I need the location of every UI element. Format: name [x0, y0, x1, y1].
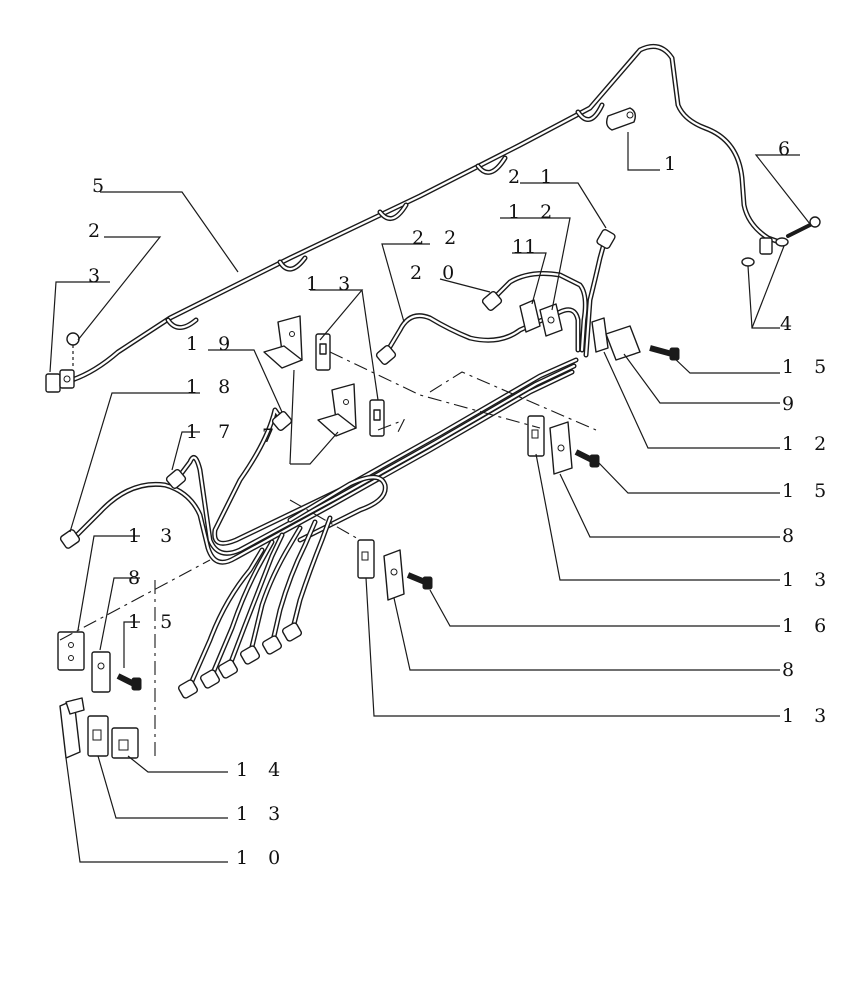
- pipe-nut-19: [271, 411, 293, 431]
- callout-15-top: 1 5: [782, 356, 833, 378]
- pipe-nut-21: [596, 228, 616, 250]
- callout-13-bottom-right: 1 3: [782, 705, 833, 727]
- pump-nut-2: [199, 669, 221, 689]
- clamp-11: [519, 299, 541, 333]
- callout-20: 2 0: [410, 262, 461, 284]
- pipe-assembly: [45, 43, 821, 699]
- callout-13-left: 1 3: [128, 525, 179, 547]
- clamp-13-lower-left: [57, 631, 85, 671]
- callout-11: 11: [512, 236, 536, 258]
- clamp-13-upper: [315, 333, 331, 371]
- banjo-fitting-3: [45, 369, 75, 393]
- pump-nut-6: [281, 622, 303, 642]
- callout-13-bottom-left: 1 3: [236, 803, 287, 825]
- bracket-10: [59, 697, 85, 759]
- callout-18: 1 8: [186, 376, 237, 398]
- clamp-13-center: [357, 539, 375, 579]
- injection-pipe-bundle: [69, 237, 608, 693]
- clamp-14: [111, 727, 139, 759]
- callout-2: 2: [88, 220, 107, 242]
- callout-13-top: 1 3: [306, 273, 357, 295]
- callout-7: 7: [262, 425, 281, 447]
- clamp-13-mid: [369, 399, 385, 437]
- banjo-bolt-2: [66, 332, 80, 368]
- banjo-fitting-4: [741, 237, 789, 267]
- bolt-15-lower-left: [116, 673, 142, 691]
- clamp-12-upper: [539, 303, 563, 337]
- callout-15-mid: 1 5: [782, 480, 833, 502]
- callout-1: 1: [664, 153, 683, 175]
- callout-labels: 1 6 2 1 5 1 2 2 2 2 11 3 2 0 1 3 4 1 9 1…: [88, 138, 833, 869]
- plate-8-center: [383, 549, 405, 601]
- callout-9: 9: [782, 393, 801, 415]
- callout-4: 4: [780, 313, 799, 335]
- pipe-nut-18: [59, 529, 81, 549]
- callout-17: 1 7: [186, 421, 237, 443]
- callout-14: 1 4: [236, 759, 287, 781]
- callout-10: 1 0: [236, 847, 287, 869]
- pipe-nuts: [59, 228, 616, 699]
- callout-16: 1 6: [782, 615, 833, 637]
- bracket-7-upper: [263, 315, 303, 369]
- callout-8-left: 8: [128, 567, 147, 589]
- clamps-and-brackets: [57, 299, 680, 759]
- plate-8-lower-left: [91, 651, 111, 693]
- pump-nut-1: [177, 679, 199, 699]
- clip-1: [605, 107, 637, 131]
- clamp-13-right: [527, 415, 545, 457]
- leader-lines: [49, 132, 811, 863]
- bracket-7-lower: [317, 383, 357, 437]
- pipe-nut-17: [165, 469, 187, 489]
- bolt-15-right: [574, 449, 600, 468]
- callout-8-bottom: 8: [782, 659, 801, 681]
- pump-nut-5: [261, 635, 283, 655]
- bolt-16: [406, 572, 433, 590]
- plate-8-right: [549, 421, 573, 475]
- pump-nut-3: [217, 659, 239, 679]
- callout-19: 1 9: [186, 333, 237, 355]
- callout-12-mid: 1 2: [782, 433, 833, 455]
- callout-12-top: 1 2: [508, 201, 559, 223]
- callout-15-left: 1 5: [128, 611, 179, 633]
- clamp-12-lower: [591, 317, 609, 353]
- callout-13-right: 1 3: [782, 569, 833, 591]
- pump-nut-4: [239, 645, 261, 665]
- banjo-bolt-6: [786, 216, 821, 238]
- callout-22: 2 2: [412, 227, 463, 249]
- callout-21: 2 1: [508, 166, 559, 188]
- clamp-13-bottom: [87, 715, 109, 757]
- return-pipe-5: [55, 43, 785, 386]
- pipe-nut-22: [375, 345, 397, 365]
- callout-5: 5: [92, 175, 111, 197]
- plate-9: [605, 325, 641, 361]
- assembly-dashed-lines: [59, 351, 597, 760]
- pipe-nut-20: [481, 291, 503, 311]
- callout-6: 6: [778, 138, 797, 160]
- callout-8-right: 8: [782, 525, 801, 547]
- callout-3: 3: [88, 265, 107, 287]
